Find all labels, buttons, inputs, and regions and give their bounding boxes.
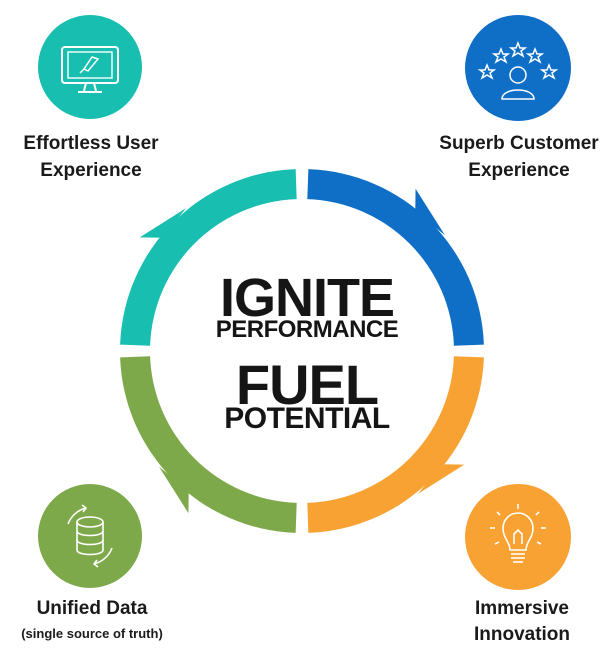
- center-subheading-performance: PERFORMANCE: [215, 316, 399, 343]
- label-line-1: Unified Data: [36, 598, 148, 619]
- label-effortless-user-experience: Effortless User Experience: [0, 130, 182, 184]
- ring-arrow-bottom-right: [417, 464, 465, 494]
- center-heading-fuel: FUEL: [235, 353, 379, 416]
- center-heading-ignite: IGNITE: [219, 268, 395, 328]
- database-cycle-icon: [67, 504, 113, 568]
- lightbulb-icon: [490, 504, 546, 563]
- monitor-rocket-icon: [61, 46, 119, 93]
- label-immersive-innovation: Immersive Innovation: [430, 596, 614, 648]
- label-line-2: Experience: [468, 160, 570, 181]
- label-line-1: Superb Customer: [439, 133, 599, 154]
- customer-experience-icon-badge: [465, 15, 571, 121]
- customer-stars-icon: [477, 40, 559, 100]
- label-line-1: Immersive: [474, 598, 569, 619]
- ring-arrow-top-right: [415, 188, 445, 236]
- ring-arrow-top-left: [139, 208, 187, 238]
- ring-segment-bottom-right: [307, 356, 484, 533]
- label-line-2: Innovation: [473, 624, 571, 645]
- user-experience-icon-badge: [38, 15, 142, 119]
- ring-segment-top-right: [307, 169, 484, 346]
- center-subheading-potential: POTENTIAL: [224, 402, 390, 435]
- label-line-1: Effortless User: [23, 133, 159, 154]
- label-unified-data: Unified Data (single source of truth): [0, 596, 184, 646]
- ring-segment-bottom-left: [120, 356, 297, 533]
- ring-arrow-bottom-left: [159, 466, 189, 514]
- label-line-2: Experience: [40, 160, 142, 181]
- immersive-innovation-icon-badge: [465, 484, 571, 590]
- label-superb-customer-experience: Superb Customer Experience: [424, 130, 614, 184]
- label-line-2: (single source of truth): [21, 626, 163, 641]
- unified-data-icon-badge: [38, 484, 142, 588]
- ring-segment-top-left: [120, 169, 297, 346]
